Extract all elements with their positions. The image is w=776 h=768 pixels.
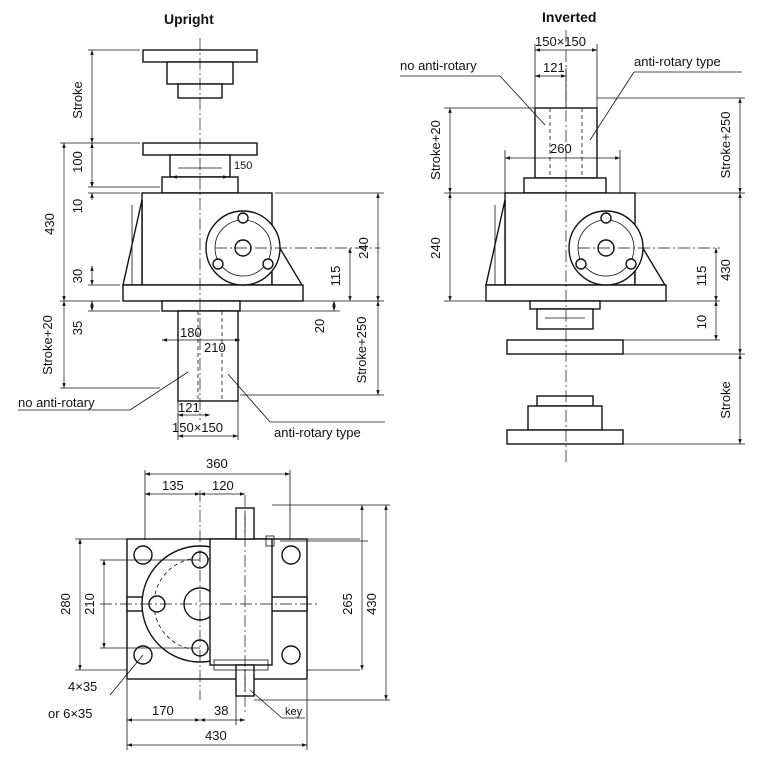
upright-dim-35: 35	[70, 321, 85, 335]
inverted-stroke-label: Stroke	[718, 381, 733, 419]
upright-stroke20-label: Stroke+20	[40, 315, 55, 375]
inverted-dim-121: 121	[543, 60, 565, 75]
upright-dim-20: 20	[312, 319, 327, 333]
inverted-stroke250-label: Stroke+250	[718, 112, 733, 179]
plan-dim-430-horizontal: 430	[205, 728, 227, 743]
inverted-dim-240: 240	[428, 237, 443, 259]
plan-view: 360 135 120 280 210 265 430 4×35 or 6×35	[48, 456, 390, 750]
upright-anti-rotary-type-label: anti-rotary type	[274, 425, 361, 440]
plan-dim-120: 120	[212, 478, 234, 493]
inverted-title: Inverted	[542, 9, 596, 25]
inverted-anti-rotary-type-label: anti-rotary type	[634, 54, 721, 69]
plan-key-label: key	[285, 706, 303, 718]
plan-dim-210: 210	[82, 593, 97, 615]
upright-title: Upright	[164, 11, 214, 27]
plan-dim-38: 38	[214, 703, 228, 718]
plan-dim-280: 280	[58, 593, 73, 615]
upright-dim-240: 240	[356, 237, 371, 259]
inverted-dim-430: 430	[718, 259, 733, 281]
upright-dim-210: 210	[204, 340, 226, 355]
upright-dim-150: 150	[234, 160, 252, 172]
upright-dim-100: 100	[70, 151, 85, 173]
plan-dim-170: 170	[152, 703, 174, 718]
inverted-stroke20-label: Stroke+20	[428, 120, 443, 180]
inverted-dim-150x150: 150×150	[535, 34, 586, 49]
upright-stroke-label: Stroke	[70, 81, 85, 119]
upright-dim-430: 430	[42, 213, 57, 235]
upright-lower-tube	[161, 300, 241, 402]
upright-dim-150x150: 150×150	[172, 420, 223, 435]
upright-dim-10: 10	[70, 199, 85, 213]
upright-dim-30: 30	[70, 269, 85, 283]
upright-gearbox-body	[122, 192, 304, 302]
plan-dim-265: 265	[340, 593, 355, 615]
plan-holes-6x35: or 6×35	[48, 706, 92, 721]
upright-dim-180: 180	[180, 325, 202, 340]
upright-view: Upright	[18, 11, 385, 440]
plan-dim-360: 360	[206, 456, 228, 471]
plan-dim-135: 135	[162, 478, 184, 493]
upright-no-anti-rotary-label: no anti-rotary	[18, 395, 95, 410]
plan-holes-4x35: 4×35	[68, 679, 97, 694]
upright-dim-115: 115	[328, 266, 343, 287]
upright-top-plate	[142, 142, 258, 194]
inverted-view: Inverted 150×150 121 no anti-rotary anti…	[400, 9, 745, 462]
inverted-dim-115: 115	[694, 266, 709, 287]
plan-dim-430-vertical: 430	[364, 593, 379, 615]
inverted-dim-260: 260	[550, 141, 572, 156]
inverted-no-anti-rotary-label: no anti-rotary	[400, 58, 477, 73]
inverted-dim-10: 10	[694, 315, 709, 329]
upright-dim-121: 121	[178, 400, 200, 415]
upright-stroke250-label: Stroke+250	[354, 317, 369, 384]
